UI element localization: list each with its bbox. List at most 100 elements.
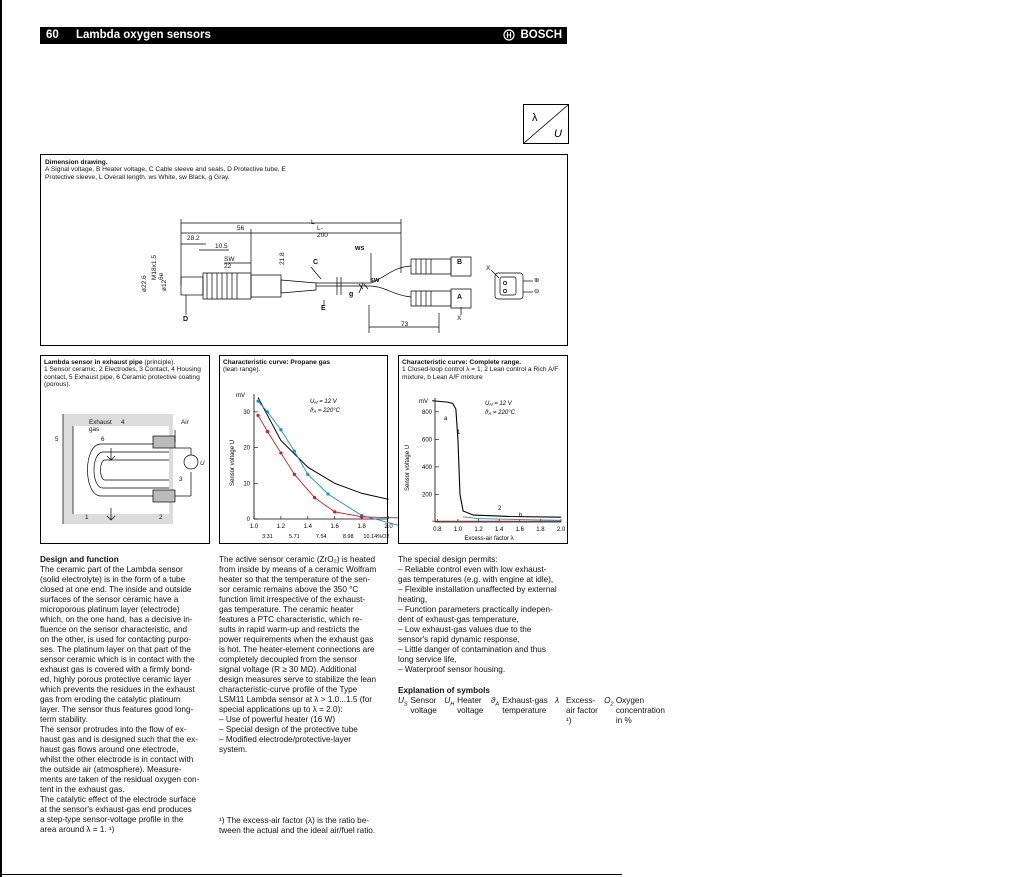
label-c: C [313,259,319,266]
propane-x-tick-label: 2.0 [384,524,393,530]
propane-data-point [326,492,330,496]
propane-o2-tick-label: 3.31 [262,534,273,540]
complete-label-2: 2 [498,506,502,512]
propane-data-point [360,515,364,519]
complete-x-tick-label: 0.8 [433,527,442,533]
sensor-dimension-drawing [180,219,533,333]
dim-56: 56 [237,225,245,232]
label-air: Air [181,419,189,426]
symbol-sign: ϑA [490,696,499,708]
page-title: Lambda oxygen sensors [76,29,211,41]
complete-range-chart: mV UH = 12 V ϑA = 220°C Sensor voltage U… [405,398,566,542]
plus-terminal-icon: ⊕ [534,277,540,284]
complete-caption-title: Characteristic curve: Complete range. [402,359,522,366]
symbol-description: Heater voltage [457,696,484,715]
symbol-lambda: λ [532,112,538,124]
propane-series-line [257,397,389,500]
propane-o2-tick-label: 5.71 [289,534,300,540]
propane-o2-tick-label: 10.14%O2 [363,534,389,540]
propane-data-point [265,410,270,414]
label-ws: ws [355,245,365,252]
symbol-description: Sensor voltage [410,696,437,715]
propane-chart: mV UH = 12 V ϑA = 220°C Sensor voltage U… [230,393,404,540]
propane-x-tick-label: 1.0 [250,524,259,530]
complete-series-line [432,400,562,518]
complete-y-tick-label: 200 [422,492,433,498]
propane-data-point [256,413,260,418]
label-4: 4 [121,419,125,426]
dim-10-5: 10.5 [215,243,228,250]
principle-caption-rest: (principle). [142,359,176,366]
label-x-top: X [486,265,491,272]
complete-x-tick-label: 2.0 [557,527,566,533]
propane-o2-tick-label: 8.98 [343,534,354,540]
complete-unit: mV [419,399,428,405]
footnote: ¹) The excess-air factor (λ) is the rati… [219,816,394,836]
dimension-drawing-caption: Dimension drawing. A Signal voltage, B H… [45,159,305,181]
page-left-border [0,0,2,877]
propane-x-tick-label: 1.4 [304,524,313,530]
label-b: B [457,259,463,266]
propane-chart-panel: Characteristic curve: Propane gas (lean … [219,355,404,544]
complete-chart-panel: Characteristic curve: Complete range. 1 … [398,355,568,544]
complete-x-tick-label: 1.4 [495,527,504,533]
propane-y-tick-label: 0 [247,517,251,523]
complete-series-line [463,516,562,521]
propane-data-point [279,451,283,455]
propane-data-point [292,449,296,453]
propane-x-tick-label: 1.2 [277,524,286,530]
lambda-u-symbol-box: λ U [523,104,569,144]
dimension-drawing-panel: Dimension drawing. A Signal voltage, B H… [40,154,568,346]
dimension-caption-text: A Signal voltage, B Heater voltage, C Ca… [45,166,286,181]
symbol-u: U [554,128,562,140]
symbol-description: Exhaust-gas temperature [502,696,548,715]
symbol-sign: US [398,696,408,708]
symbol-description: Excess-air factor ¹) [566,696,598,725]
principle-caption-text: 1 Sensor ceramic, 2 Electrodes, 3 Contac… [44,366,201,389]
label-exhaust-gas: Exhaust gas [89,419,112,433]
dim-l: L [311,219,315,226]
label-6: 6 [101,436,105,443]
page-number: 60 [46,29,59,41]
design-function-heading: Design and function [40,555,119,564]
complete-y-tick-label: 600 [422,437,433,443]
dim-l-200: L-200 [317,225,328,239]
dim-m18: M18x1.5 6e [151,255,165,280]
design-function-text: The ceramic part of the Lambda sensor (s… [40,565,200,834]
special-design-text: The special design permits: – Reliable c… [398,555,557,674]
bosch-logo-icon [503,29,515,41]
propane-y-tick-label: 10 [243,481,250,487]
complete-x-tick-label: 1.2 [474,527,483,533]
label-g: g [349,291,354,298]
complete-ylabel: Sensor voltage U [405,445,411,491]
propane-data-point [306,472,310,476]
label-x-bottom: X [457,315,462,322]
text-column-3: The special design permits: – Reliable c… [398,555,573,675]
complete-theta-label: ϑA = 220°C [485,410,516,416]
propane-x-tick-label: 1.6 [331,524,340,530]
propane-data-point [265,429,270,434]
symbol-sign: λ [554,696,559,705]
propane-ylabel: Sensor voltage U [230,440,236,486]
label-sw: sw [370,277,380,284]
minus-terminal-icon: ⊖ [534,288,540,295]
dim-22-6: ø22.6 [141,275,148,292]
propane-uh-label: UH = 12 V [310,399,338,405]
complete-xlabel: Excess-air factor λ [464,536,513,542]
propane-unit: mV [236,393,245,399]
text-column-2: The active sensor ceramic (ZrO₂) is heat… [219,555,394,755]
complete-caption: Characteristic curve: Complete range. 1 … [402,359,564,381]
principle-caption-title: Lambda sensor in exhaust pipe [44,359,143,366]
propane-caption-text: (lean range). [223,366,261,374]
dim-21-8: 21.8 [279,252,286,265]
propane-data-point [333,510,337,514]
complete-label-1: 1 [457,430,461,436]
principle-caption: Lambda sensor in exhaust pipe (principle… [44,359,206,389]
propane-series-line [257,400,403,527]
heater-text: The active sensor ceramic (ZrO₂) is heat… [219,555,377,754]
label-3: 3 [179,476,183,483]
complete-x-tick-label: 1.6 [516,527,525,533]
dimension-caption-title: Dimension drawing. [45,159,108,166]
